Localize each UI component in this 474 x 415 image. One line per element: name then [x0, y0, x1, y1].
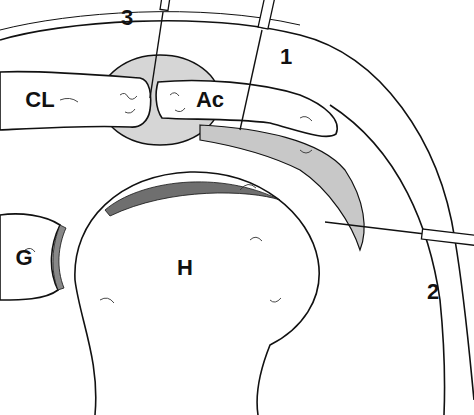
needle [240, 0, 276, 130]
bone-label: CL [25, 89, 54, 111]
callout-number: 3 [121, 7, 133, 29]
bone-texture [60, 93, 312, 121]
clavicle-bone [0, 72, 151, 130]
bone-texture [25, 150, 312, 303]
needle [150, 0, 172, 98]
callout-number: 1 [280, 46, 292, 68]
skin-outline [0, 12, 300, 30]
acromion-bone [156, 81, 337, 137]
bone-label: H [177, 257, 193, 279]
needle [325, 222, 474, 246]
deltoid-outline [330, 105, 445, 415]
humeral-cartilage [105, 182, 280, 216]
humerus-bone [75, 172, 319, 415]
bone-label: G [15, 247, 32, 269]
glenoid-bone [0, 214, 60, 300]
glenoid-cartilage [53, 225, 66, 290]
bone-label: Ac [196, 89, 224, 111]
callout-number: 2 [427, 281, 439, 303]
